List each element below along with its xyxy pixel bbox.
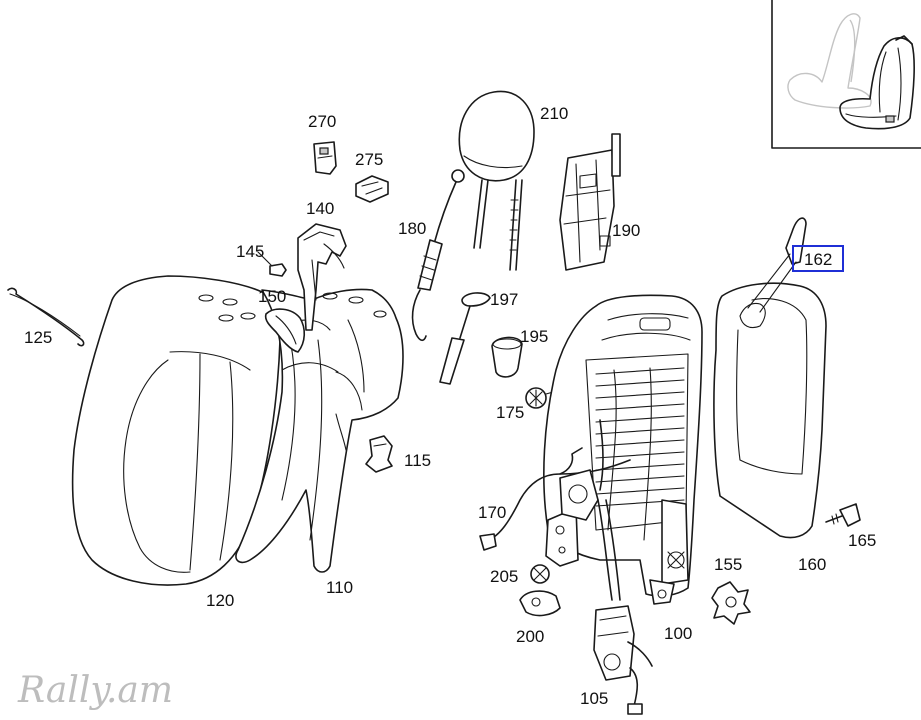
label-195[interactable]: 195	[520, 327, 548, 346]
label-197[interactable]: 197	[490, 290, 518, 309]
label-150[interactable]: 150	[258, 287, 286, 306]
part-140-latch-bracket	[297, 223, 347, 331]
label-175[interactable]: 175	[496, 403, 524, 422]
label-120[interactable]: 120	[206, 591, 234, 610]
label-145[interactable]: 145	[236, 242, 264, 261]
part-205-nut	[530, 564, 550, 584]
part-210-headrest	[458, 90, 535, 271]
part-180-cable	[411, 169, 465, 342]
label-200[interactable]: 200	[516, 627, 544, 646]
part-110-backrest-cover	[235, 288, 404, 573]
label-100[interactable]: 100	[664, 624, 692, 643]
part-160-back-panel	[713, 282, 827, 539]
part-270-clip	[313, 141, 337, 175]
label-105[interactable]: 105	[580, 689, 608, 708]
label-140[interactable]: 140	[306, 199, 334, 218]
part-120-backrest-cushion	[71, 275, 282, 586]
part-195-sleeve	[491, 336, 523, 378]
part-105-motor	[593, 605, 653, 715]
label-205[interactable]: 205	[490, 567, 518, 586]
part-165-screw	[825, 503, 861, 527]
part-motor-gear-assembly	[559, 419, 621, 601]
part-162-highlight-box	[792, 245, 844, 272]
part-155-knob	[711, 581, 751, 625]
label-155[interactable]: 155	[714, 555, 742, 574]
part-162-strip	[747, 217, 844, 313]
label-110[interactable]: 110	[326, 578, 353, 597]
label-170[interactable]: 170	[478, 503, 506, 522]
label-160[interactable]: 160	[798, 555, 826, 574]
part-150-clip	[264, 308, 306, 353]
label-210[interactable]: 210	[540, 104, 568, 123]
label-162[interactable]: 162	[804, 250, 832, 269]
label-115[interactable]: 115	[404, 451, 431, 470]
part-115-clip	[365, 435, 393, 473]
label-165[interactable]: 165	[848, 531, 876, 550]
watermark: Rally.am	[17, 670, 173, 711]
part-145-bolt	[257, 251, 287, 277]
part-170-cable	[479, 447, 631, 551]
inset-seat-thumbnail	[771, 0, 921, 149]
label-190[interactable]: 190	[612, 221, 640, 240]
part-100-backrest-frame	[543, 294, 703, 605]
part-190-headrest-guide	[559, 133, 621, 271]
part-125-wire-clip	[7, 287, 85, 347]
label-180[interactable]: 180	[398, 219, 426, 238]
label-125[interactable]: 125	[24, 328, 52, 347]
part-200-lever	[519, 507, 579, 617]
label-275[interactable]: 275	[355, 150, 383, 169]
label-270[interactable]: 270	[308, 112, 336, 131]
part-275-clip	[355, 175, 389, 203]
part-197-release-pin	[439, 292, 491, 385]
